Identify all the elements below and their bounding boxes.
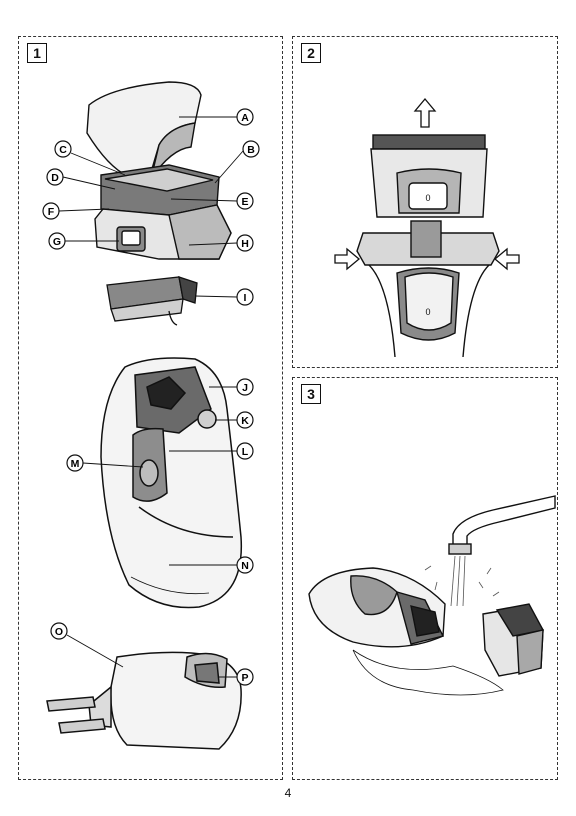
callout-k: K bbox=[237, 412, 253, 428]
svg-text:A: A bbox=[241, 112, 249, 124]
callout-m: M bbox=[67, 455, 83, 471]
callout-b: B bbox=[243, 141, 259, 157]
shaver-body-tilted bbox=[309, 568, 445, 647]
panel-1-parts-diagram: 1 bbox=[18, 36, 283, 780]
svg-text:M: M bbox=[71, 458, 80, 470]
callout-c: C bbox=[55, 141, 71, 157]
arrow-up-icon bbox=[415, 99, 435, 127]
svg-text:I: I bbox=[244, 292, 247, 304]
svg-text:G: G bbox=[53, 236, 61, 248]
callout-e: E bbox=[237, 193, 253, 209]
arrow-right-icon bbox=[335, 249, 359, 269]
callout-o: O bbox=[51, 623, 67, 639]
callout-l: L bbox=[237, 443, 253, 459]
svg-text:O: O bbox=[55, 626, 63, 638]
foil-head-lifted: 0 bbox=[371, 135, 487, 217]
callout-a: A bbox=[237, 109, 253, 125]
svg-text:J: J bbox=[242, 382, 248, 394]
svg-text:K: K bbox=[241, 415, 249, 427]
callout-f: F bbox=[43, 203, 59, 219]
svg-text:N: N bbox=[241, 560, 249, 572]
callout-j: J bbox=[237, 379, 253, 395]
shaver-body bbox=[101, 358, 241, 608]
svg-text:E: E bbox=[241, 196, 248, 208]
removal-illustration: 0 0 bbox=[293, 37, 559, 369]
callout-g: G bbox=[49, 233, 65, 249]
protective-cap bbox=[87, 82, 201, 180]
shaver-handle: 0 bbox=[357, 221, 499, 357]
svg-text:0: 0 bbox=[425, 193, 430, 203]
svg-text:D: D bbox=[51, 172, 59, 184]
svg-text:L: L bbox=[242, 446, 249, 458]
outer-foil-unit bbox=[95, 165, 231, 259]
inner-blade bbox=[107, 277, 197, 325]
panel-2-removal-diagram: 2 0 0 bbox=[292, 36, 558, 368]
svg-text:C: C bbox=[59, 144, 67, 156]
panel-3-rinsing-diagram: 3 bbox=[292, 377, 558, 780]
foil-unit-detached bbox=[483, 604, 543, 676]
faucet bbox=[449, 496, 555, 554]
parts-illustration: A B C D E F G H I J K L M N O P bbox=[19, 37, 284, 781]
svg-text:F: F bbox=[48, 206, 55, 218]
svg-text:H: H bbox=[241, 238, 249, 250]
svg-text:P: P bbox=[241, 672, 248, 684]
callout-p: P bbox=[237, 669, 253, 685]
charger-adapter bbox=[47, 652, 241, 749]
rinsing-illustration bbox=[293, 378, 559, 781]
callout-i: I bbox=[237, 289, 253, 305]
page-number: 4 bbox=[0, 786, 576, 800]
water-puddle bbox=[353, 650, 503, 695]
svg-text:B: B bbox=[247, 144, 255, 156]
callout-n: N bbox=[237, 557, 253, 573]
svg-text:0: 0 bbox=[425, 307, 430, 317]
callout-h: H bbox=[237, 235, 253, 251]
callout-d: D bbox=[47, 169, 63, 185]
